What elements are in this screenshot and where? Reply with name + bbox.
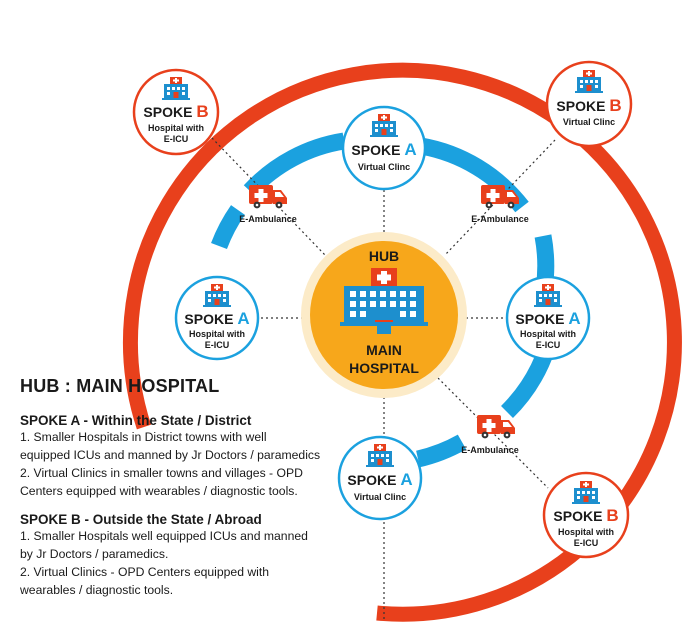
svg-text:SPOKE A: SPOKE A <box>351 140 416 159</box>
legend-title: HUB : MAIN HOSPITAL <box>20 376 220 396</box>
spoke-a-node-left[interactable]: SPOKE A Hospital with E-ICU <box>174 275 260 361</box>
legend: HUB : MAIN HOSPITAL SPOKE A - Within the… <box>20 376 350 599</box>
ambulance-label: E-Ambulance <box>471 214 529 224</box>
hub-title-line1: MAIN <box>366 342 402 358</box>
spoke-b-node-top-left[interactable]: SPOKE B Hospital with E-ICU <box>132 68 220 156</box>
hub-main-hospital[interactable]: HUB <box>301 232 467 398</box>
svg-text:SPOKE B: SPOKE B <box>143 102 208 121</box>
spoke-word: SPOKE <box>184 311 233 327</box>
spoke-word: SPOKE <box>515 311 564 327</box>
spoke-letter: B <box>196 102 208 121</box>
ambulance-icon <box>249 185 287 209</box>
e-ambulance-right[interactable]: E-Ambulance <box>471 185 529 224</box>
spoke-b-node-top-right[interactable]: SPOKE B Virtual Clinc <box>545 60 633 148</box>
spoke-letter: A <box>237 309 249 328</box>
spoke-subtitle-2: E-ICU <box>574 538 599 548</box>
spoke-b-line: wearables / diagnostic tools. <box>20 583 174 597</box>
e-ambulance-left[interactable]: E-Ambulance <box>239 185 297 224</box>
ambulance-icon <box>477 415 515 439</box>
spoke-b-heading: SPOKE B - Outside the State / Abroad <box>20 512 262 527</box>
spoke-letter: B <box>609 96 621 115</box>
hospital-building-icon <box>340 268 428 334</box>
spoke-a-line: equipped ICUs and manned by Jr Doctors /… <box>20 448 321 462</box>
spoke-letter: A <box>400 470 412 489</box>
spoke-b-line: by Jr Doctors / paramedics. <box>20 547 169 561</box>
spoke-subtitle: Hospital with <box>189 329 245 339</box>
svg-text:SPOKE B: SPOKE B <box>556 96 621 115</box>
spoke-subtitle-2: E-ICU <box>205 340 230 350</box>
ambulance-label: E-Ambulance <box>239 214 297 224</box>
spoke-subtitle: Virtual Clinc <box>358 162 410 172</box>
spoke-subtitle: Virtual Clinc <box>354 492 406 502</box>
spoke-subtitle-2: E-ICU <box>164 134 189 144</box>
spoke-subtitle: Hospital with <box>558 527 614 537</box>
svg-text:SPOKE A: SPOKE A <box>515 309 580 328</box>
spoke-word: SPOKE <box>143 104 192 120</box>
spoke-word: SPOKE <box>351 142 400 158</box>
svg-text:SPOKE A: SPOKE A <box>184 309 249 328</box>
ambulance-label: E-Ambulance <box>461 445 519 455</box>
hub-title-line2: HOSPITAL <box>349 360 419 376</box>
e-ambulance-bottom[interactable]: E-Ambulance <box>461 415 519 455</box>
svg-text:SPOKE A: SPOKE A <box>347 470 412 489</box>
spoke-subtitle-2: E-ICU <box>536 340 561 350</box>
spoke-letter: A <box>568 309 580 328</box>
spoke-subtitle: Hospital with <box>520 329 576 339</box>
spoke-subtitle: Virtual Clinc <box>563 117 615 127</box>
spoke-letter: A <box>404 140 416 159</box>
hub-label: HUB <box>369 248 399 264</box>
spoke-a-heading: SPOKE A - Within the State / District <box>20 413 252 428</box>
spoke-a-line: 2. Virtual Clinics in smaller towns and … <box>20 466 303 480</box>
spoke-word: SPOKE <box>556 98 605 114</box>
spoke-a-node-bottom[interactable]: SPOKE A Virtual Clinc <box>337 435 423 521</box>
spoke-a-node-right[interactable]: SPOKE A Hospital with E-ICU <box>505 275 591 361</box>
spoke-a-line: 1. Smaller Hospitals in District towns w… <box>20 430 267 444</box>
spoke-b-line: 2. Virtual Clinics - OPD Centers equippe… <box>20 565 270 579</box>
spoke-b-node-bottom-right[interactable]: SPOKE B Hospital with E-ICU <box>542 471 630 559</box>
svg-text:SPOKE B: SPOKE B <box>553 506 618 525</box>
spoke-a-line: Centers equipped with wearables / diagno… <box>20 484 298 498</box>
spoke-b-line: 1. Smaller Hospitals well equipped ICUs … <box>20 529 308 543</box>
spoke-letter: B <box>606 506 618 525</box>
spoke-word: SPOKE <box>347 472 396 488</box>
spoke-a-node-top[interactable]: SPOKE A Virtual Clinc <box>341 105 427 191</box>
spoke-word: SPOKE <box>553 508 602 524</box>
spoke-subtitle: Hospital with <box>148 123 204 133</box>
